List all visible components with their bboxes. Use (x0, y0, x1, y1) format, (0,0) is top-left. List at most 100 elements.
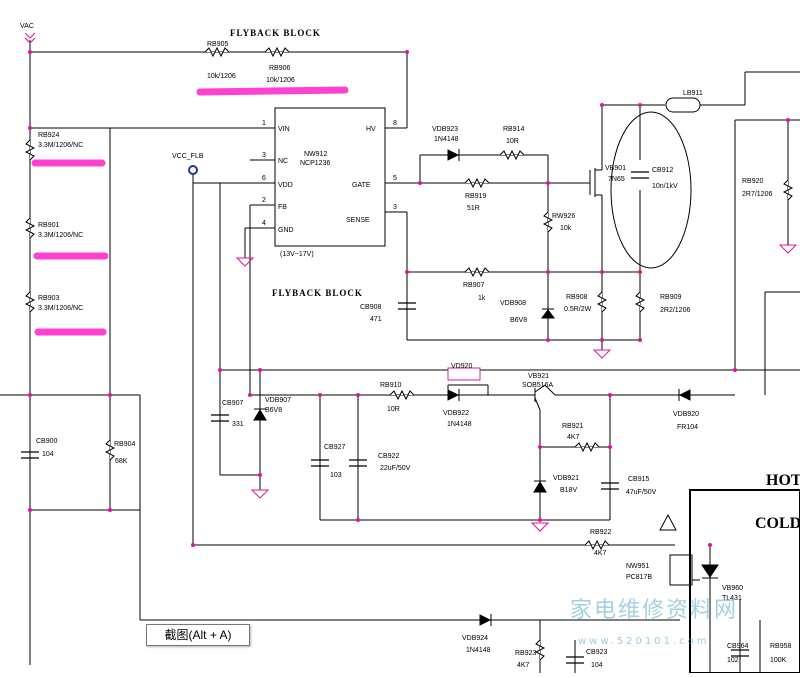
vb921-ref: VB921 (528, 373, 549, 380)
lb911-symbol (665, 97, 701, 113)
vac-label: VAC (20, 23, 34, 30)
vdb921-symbol (533, 481, 547, 493)
vdb922-val: 1N4148 (447, 421, 472, 428)
pin-vin: VIN (278, 126, 290, 133)
pin-num-fb: 2 (262, 197, 266, 204)
vdb908-ref: VDB908 (500, 300, 526, 307)
rb903-val: 3.3M/1206/NC (38, 305, 83, 312)
vd920-ref: VD920 (451, 363, 473, 370)
rb920-ref: RB920 (742, 178, 764, 185)
ic-note: (13V~17V) (280, 251, 314, 258)
vdb920-ref: VDB920 (673, 411, 699, 418)
vcc-flb-connector (188, 165, 198, 175)
vdb923-val: 1N4148 (434, 136, 459, 143)
pin-num-hv: 8 (393, 120, 397, 127)
vcc-flb-label: VCC_FLB (172, 153, 204, 160)
vdb924-val: 1N4148 (466, 647, 491, 654)
vdb923-ref: VDB923 (432, 126, 458, 133)
rb908-symbol (596, 291, 608, 313)
highlight-ellipse (610, 111, 692, 269)
nw951-val: PC817B (626, 574, 652, 581)
rb920-val: 2R7/1206 (742, 191, 772, 198)
vdb907-val: B6V8 (265, 407, 282, 414)
pin-num-sense: 3 (393, 204, 397, 211)
highlight-marks (31, 86, 349, 336)
cb912-val: 10n/1kV (652, 183, 678, 190)
transistor-vb921 (520, 384, 556, 411)
diode-symbols (253, 149, 719, 626)
rb901-symbol (24, 217, 36, 239)
vb960-ref: VB960 (722, 585, 743, 592)
rb906-symbol (264, 46, 290, 58)
vdb923-symbol (447, 149, 460, 161)
rb923-symbol (534, 639, 546, 661)
vb901-val: 7N65 (608, 176, 625, 183)
rb907-symbol (464, 266, 490, 278)
rb909-symbol (634, 291, 646, 313)
rb920-symbol (782, 179, 794, 201)
vdb920-symbol (678, 389, 691, 401)
pin-num-vin: 1 (262, 120, 266, 127)
rb910-ref: RB910 (380, 382, 402, 389)
vdb922-symbol (447, 389, 460, 401)
pin-sense: SENSE (346, 217, 370, 224)
ic-part: NCP1236 (300, 160, 330, 167)
rb914-ref: RB914 (503, 126, 525, 133)
watermark-url: www.520101.com (578, 636, 710, 647)
ic-body (274, 107, 386, 247)
vdb908-symbol (541, 309, 555, 319)
rb924-ref: RB924 (38, 132, 60, 139)
rb901-val: 3.3M/1206/NC (38, 232, 83, 239)
rb905-val: 10k/1206 (207, 73, 236, 80)
rb914-symbol (499, 149, 525, 161)
ground-symbols (235, 244, 798, 532)
ic-ref: NW912 (304, 151, 327, 158)
cb927-ref: CB927 (324, 444, 346, 451)
cb915-val: 47uF/50V (626, 489, 657, 496)
rb922-ref: RB922 (590, 529, 612, 536)
rb903-symbol (24, 291, 36, 313)
rb909-val: 2R2/1206 (660, 307, 690, 314)
rb922-symbol (584, 539, 610, 551)
rb921-val: 4K7 (567, 434, 580, 441)
cold-label: COLD (755, 515, 800, 532)
rb919-symbol (464, 177, 490, 189)
pin-num-gnd: 4 (262, 220, 266, 227)
vdb921-val: B18V (560, 487, 577, 494)
pin-fb: FB (278, 204, 287, 211)
nw951-symbol (669, 554, 693, 586)
rb921-symbol (574, 441, 600, 453)
rb919-val: 51R (467, 205, 480, 212)
cb908-val: 471 (370, 316, 382, 323)
cb923-val: 104 (591, 662, 603, 669)
watermark-text: 家电维修资料网 (570, 598, 739, 623)
vdb920-val: FR104 (677, 424, 698, 431)
cb900-ref: CB900 (36, 438, 58, 445)
vb921-val: SOB516A (522, 382, 553, 389)
rb905-symbol (204, 46, 230, 58)
lb911-ref: LB911 (683, 90, 703, 97)
rb901-ref: RB901 (38, 222, 60, 229)
rb906-val: 10k/1206 (266, 77, 295, 84)
rb908-val: 0.5R/2W (564, 306, 592, 313)
cb900-val: 104 (42, 451, 54, 458)
cb907-ref: CB907 (222, 400, 244, 407)
pin-num-nc: 3 (262, 152, 266, 159)
pin-nc: NC (278, 158, 288, 165)
warning-icon (659, 513, 677, 531)
rb905-ref: RB905 (207, 41, 229, 48)
rb958-ref: RB958 (770, 643, 792, 650)
rb923-ref: RB923 (515, 650, 537, 657)
capacitor-symbols (21, 171, 749, 664)
screenshot-tooltip[interactable]: 截图(Alt + A) (146, 624, 250, 646)
vac-symbol (24, 32, 36, 44)
rb910-symbol (389, 389, 415, 401)
cb964-val: 102 (727, 657, 739, 664)
rb914-val: 10R (506, 138, 519, 145)
cb922-ref: CB922 (378, 453, 400, 460)
nw951-ref: NW951 (626, 563, 649, 570)
rb904-symbol (104, 439, 116, 461)
rw926-ref: RW926 (552, 213, 575, 220)
